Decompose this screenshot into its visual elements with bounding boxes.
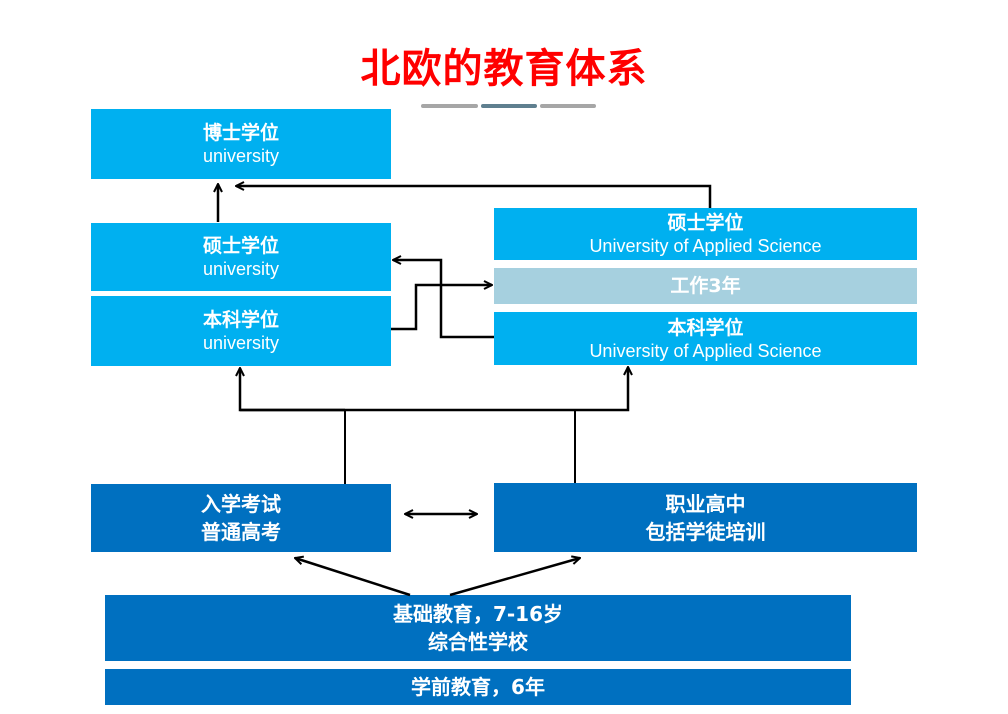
page-title: 北欧的教育体系 [360,46,648,92]
preschool-box: 学前教育，6年 [105,669,851,705]
vocational-upper-secondary-box: 职业高中 包括学徒培训 [494,483,917,552]
work-experience-box: 工作3年 [494,268,917,304]
bachelor-label: 本科学位 [202,309,279,331]
preschool-label: 学前教育，6年 [411,675,545,699]
arrow-basic-to-vocational [449,558,580,597]
vocational-line1: 职业高中 [665,491,746,516]
arrow-uas-bachelor-to-master [393,260,494,339]
uas-bachelor-label: 本科学位 [667,316,744,339]
bachelor-uas-box: 本科学位 University of Applied Science [494,312,917,365]
title-underline-center [481,104,537,108]
arrow-bachelor-to-work [391,285,492,331]
arrow-uas-master-to-doctor [236,186,712,208]
vocational-line2: 包括学徒培训 [645,519,766,544]
work-label: 工作3年 [670,275,741,297]
arrow-basic-to-general [295,558,411,597]
basic-line2: 综合性学校 [428,630,528,654]
master-label: 硕士学位 [202,235,279,257]
title-underline-left [421,104,478,108]
basic-education-box: 基础教育，7-16岁 综合性学校 [105,595,851,661]
uas-bachelor-institution: University of Applied Science [589,340,822,361]
master-institution: university [202,259,280,279]
bachelor-institution: university [202,333,280,353]
doctor-institution: university [202,146,280,166]
title-underline-right [540,104,596,108]
general-line2: 普通高考 [201,520,281,544]
basic-line1: 基础教育，7-16岁 [392,602,564,626]
bachelor-university-box: 本科学位 university [91,296,391,366]
uas-master-label: 硕士学位 [667,212,744,234]
master-uas-box: 硕士学位 University of Applied Science [494,208,917,260]
uas-master-institution: University of Applied Science [589,236,822,256]
doctor-label: 博士学位 [202,122,279,144]
doctor-university-box: 博士学位 university [91,109,391,179]
arrow-to-university-bachelor [240,368,345,412]
general-line1: 入学考试 [201,492,281,516]
arrow-to-uas-bachelor [240,367,628,412]
master-university-box: 硕士学位 university [91,223,391,291]
general-upper-secondary-box: 入学考试 普通高考 [91,484,391,552]
